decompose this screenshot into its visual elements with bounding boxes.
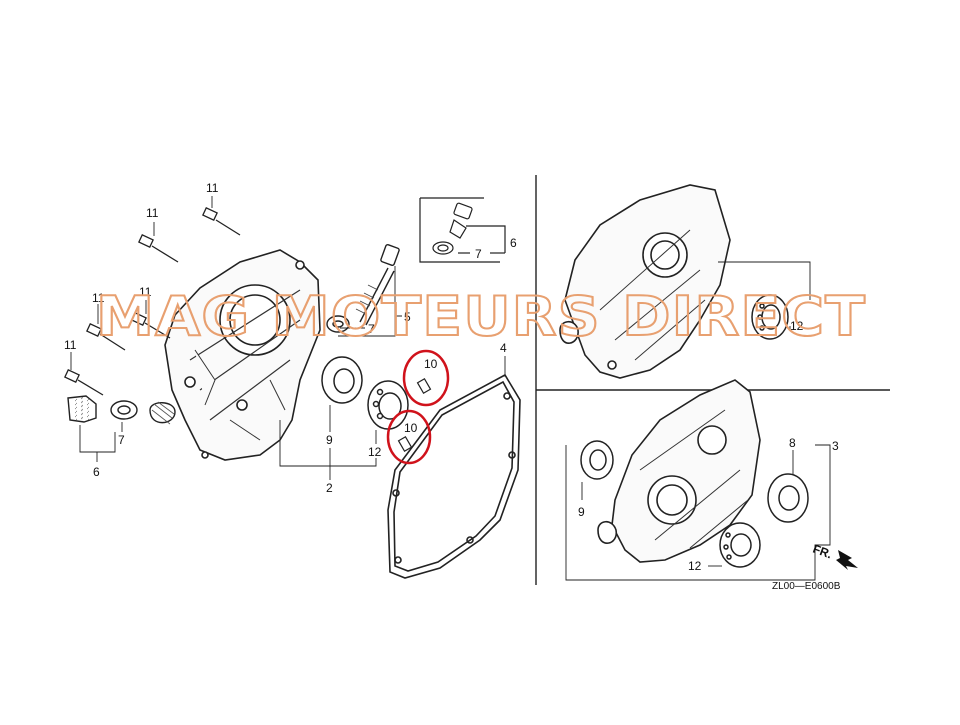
bolt-2	[138, 233, 179, 263]
label-9-right: 9	[578, 505, 585, 519]
label-6-left: 6	[93, 465, 100, 479]
highlight-dowel-upper	[402, 349, 450, 407]
label-3: 3	[832, 439, 839, 453]
label-11-a: 11	[206, 181, 219, 195]
seal-bearing-right-bottom	[580, 440, 809, 568]
oil-dipstick-left	[326, 244, 400, 333]
leader-lines-right-top	[718, 261, 811, 330]
bolt-1	[202, 206, 241, 236]
gasket	[387, 373, 521, 579]
leader-lines-right-bottom	[565, 444, 831, 581]
direction-label: FR.	[811, 542, 834, 562]
part-labels: 11 11 11 11 11 7 6 7 5 4 9 12 2 10 10 6 …	[64, 181, 841, 592]
bolt-5	[64, 368, 104, 396]
label-12-left: 12	[368, 445, 382, 459]
label-8: 8	[789, 436, 796, 450]
front-direction-arrow	[836, 550, 858, 570]
bolt-3	[131, 311, 171, 339]
inset-oil-cap	[419, 197, 506, 263]
crankcase-cover-right-top	[559, 184, 731, 379]
label-5: 5	[404, 310, 411, 324]
label-10-lower: 10	[404, 421, 418, 435]
drain-plug-left	[67, 395, 176, 425]
label-11-d: 11	[92, 291, 105, 305]
label-11-e: 11	[64, 338, 77, 352]
label-7-left: 7	[118, 433, 125, 447]
label-11-c: 11	[139, 285, 152, 299]
label-9-left: 9	[326, 433, 333, 447]
bolts-left	[64, 206, 241, 396]
label-2: 2	[326, 481, 333, 495]
label-10-upper: 10	[424, 357, 438, 371]
label-11-b: 11	[146, 206, 159, 220]
crankcase-cover-left	[164, 249, 321, 461]
highlight-dowel-lower	[386, 409, 432, 465]
diagram-code: ZL00—E0600B	[772, 581, 841, 592]
highlight-circles	[386, 349, 450, 465]
label-7-inset: 7	[475, 247, 482, 261]
bolt-4	[86, 322, 126, 351]
label-12-right-top: 12	[790, 319, 804, 333]
leader-lines	[70, 196, 506, 480]
bearing-right-top	[751, 294, 789, 340]
label-7-mid: 7	[368, 322, 375, 336]
watermark-text: MAG MOTEURS DIRECT	[96, 285, 866, 348]
dowel-pins	[397, 377, 432, 453]
label-4: 4	[500, 341, 507, 355]
crankcase-cover-right-bottom	[597, 379, 761, 563]
seal-bearing-left	[321, 356, 409, 430]
label-12-right-bottom: 12	[688, 559, 702, 573]
label-6-inset: 6	[510, 236, 517, 250]
